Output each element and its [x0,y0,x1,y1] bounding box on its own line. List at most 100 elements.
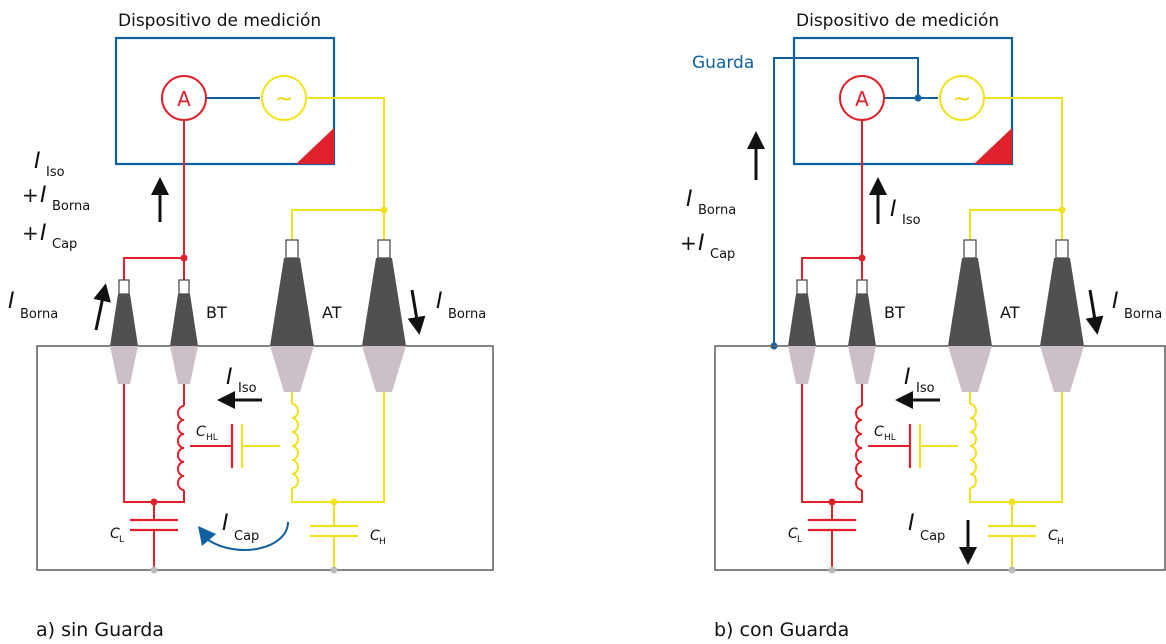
bushing-terminal-hv2-a [377,239,391,259]
bushing-terminal-hv2-b [1055,239,1069,259]
hv-internal-wiring-a [291,392,385,503]
plus-2-a: + [22,221,39,245]
bushing-terminal-lv2-a [178,279,190,295]
source-symbol-a: ~ [275,87,293,112]
label-iiso-int-sym-a: I [226,365,233,390]
icap-loop-head-a [198,526,216,546]
caption-a: a) sin Guarda [36,619,164,641]
bushing-hv1-a [270,258,314,346]
device-corner-mark-b [974,128,1012,164]
label-iborna-hv-sub-b: Borna [1124,307,1162,322]
bushing-lv1-inner-b [788,346,816,384]
measuring-device-box-b [792,36,1014,166]
label-icap-int-sub-b: Cap [920,529,945,544]
bushing-terminal-lv1-b [796,279,808,295]
bushing-lv2-inner-a [170,346,198,384]
arrow-iborna-hv-b [1085,289,1104,335]
label-iborna-lv-sub-a: Borna [20,307,58,322]
hv-winding-coil-a [291,403,299,489]
lv-winding-coil-a [177,405,185,491]
bushing-hv2-inner-b [1040,346,1084,392]
label-chl-sub-b: HL [884,433,896,443]
lv-label-a: BT [206,303,227,322]
hv-winding-coil-b [969,403,977,489]
label-iiso-int-sub-a: Iso [238,381,257,396]
label-chl-sym-b: C [874,424,884,440]
label-iborna-hv-sym-b: I [1112,289,1119,314]
label-cl-sub-a: L [119,535,124,545]
lv-lead-split-a [123,257,185,280]
bushing-hv1-inner-a [270,346,314,392]
hv-node-a [380,206,388,214]
measuring-device-box-a [114,36,336,166]
hv-lead-split-a [291,209,385,240]
ammeter-symbol-a: A [177,87,191,111]
label-icap-sym-top-a: I [40,221,47,246]
icap-loop-arrow-a [207,521,289,551]
hv-lead-split-b [969,209,1063,240]
bushing-terminal-hv1-a [285,239,299,259]
lv-internal-wiring-a [123,384,185,503]
label-cl-sym-a: C [110,526,120,542]
cl-ground-a [150,566,158,574]
label-cl-sub-b: L [797,535,802,545]
hv-label-b: AT [1000,303,1020,322]
label-iborna-hv-sub-a: Borna [448,307,486,322]
lv-node-a [180,254,188,262]
plus-b: + [680,231,697,255]
hv-node-b [1058,206,1066,214]
transformer-tank-a [36,345,494,571]
cl-ground-b [828,566,836,574]
hv-lead-a [306,97,385,210]
label-iborna-guard-sub-b: Borna [698,203,736,218]
ch-ground-a [330,566,338,574]
label-chl-sym-a: C [196,424,206,440]
label-iborna-guard-sym-b: I [686,187,693,212]
label-iiso-top-sub-b: Iso [902,213,921,228]
label-iborna-sub-top-a: Borna [52,199,90,214]
transformer-tank-b [714,345,1166,571]
device-label-a: Dispositivo de medición [118,11,321,31]
hv-internal-wiring-b [969,392,1063,503]
lv-node-b [858,254,866,262]
lv-winding-coil-b [855,405,863,491]
label-icap-sub-top-a: Cap [52,237,77,252]
bushing-terminal-lv2-b [856,279,868,295]
caption-b: b) con Guarda [714,619,849,641]
arrow-iborna-lv-a [93,283,111,331]
label-ch-sub-a: H [379,537,386,547]
bushing-lv2-a [170,294,198,346]
label-ch-sym-a: C [370,528,380,544]
label-iiso-int-sym-b: I [904,365,911,390]
label-ch-sub-b: H [1057,537,1064,547]
bushing-lv1-b [788,294,816,346]
panel-a: Dispositivo de medición A ~ BT [8,11,494,641]
label-iiso-sub-a: Iso [46,165,65,180]
label-ch-sym-b: C [1048,528,1058,544]
ammeter-symbol-b: A [855,87,869,111]
bushing-lv2-inner-b [848,346,876,384]
device-label-b: Dispositivo de medición [796,11,999,31]
source-symbol-b: ~ [953,87,971,112]
lv-label-b: BT [884,303,905,322]
plus-1-a: + [22,183,39,207]
label-iborna-sym-top-a: I [40,183,47,208]
label-chl-sub-a: HL [206,433,218,443]
bushing-lv2-b [848,294,876,346]
device-corner-mark-a [296,128,334,164]
guard-label-b: Guarda [692,53,754,73]
bushing-hv1-b [948,258,992,346]
label-icap-int-sub-a: Cap [234,529,259,544]
bushing-terminal-hv1-b [963,239,977,259]
bushing-hv1-inner-b [948,346,992,392]
label-icap-int-sym-b: I [908,511,915,536]
label-iborna-lv-sym-a: I [8,289,15,314]
lv-internal-wiring-b [801,384,863,503]
hv-label-a: AT [322,303,342,322]
label-iiso-sym-a: I [34,149,41,174]
label-iiso-int-sub-b: Iso [916,381,935,396]
label-cl-sym-b: C [788,526,798,542]
label-iborna-hv-sym-a: I [436,289,443,314]
bushing-lv1-inner-a [110,346,138,384]
